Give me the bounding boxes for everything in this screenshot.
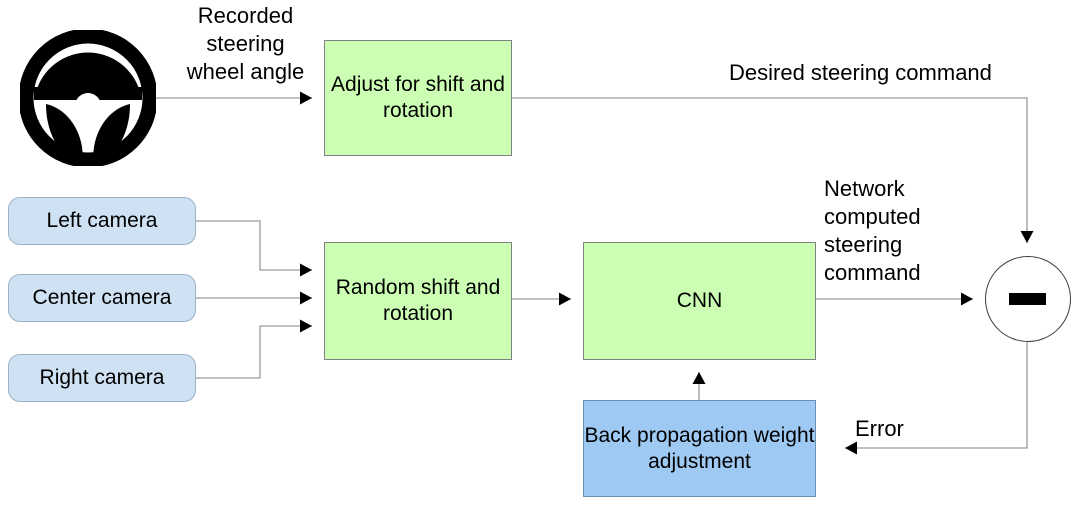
back-propagation-weight-adjustment-box[interactable]: Back propagation weight adjustment (583, 400, 816, 497)
edge-right-camera (196, 319, 312, 379)
cnn-box[interactable]: CNN (583, 242, 816, 360)
label-error: Error (855, 416, 904, 441)
minus-sign-icon (1009, 293, 1046, 305)
edge-desired-command (512, 97, 1034, 243)
steering-wheel-icon (20, 30, 156, 166)
adjust-for-shift-and-rotation-box[interactable]: Adjust for shift and rotation (324, 40, 512, 156)
edge-left-camera (196, 220, 312, 277)
label-desired-steering-command: Desired steering command (729, 60, 992, 85)
left-camera-box[interactable]: Left camera (8, 197, 196, 245)
label-network-computed-steering-command: Network computed steering command (824, 176, 921, 285)
right-camera-box[interactable]: Right camera (8, 354, 196, 402)
label-recorded-steering-wheel-angle: Recorded steering wheel angle (186, 3, 305, 84)
center-camera-box[interactable]: Center camera (8, 274, 196, 322)
random-shift-and-rotation-box[interactable]: Random shift and rotation (324, 242, 512, 360)
edge-error-feedback (845, 342, 1028, 455)
